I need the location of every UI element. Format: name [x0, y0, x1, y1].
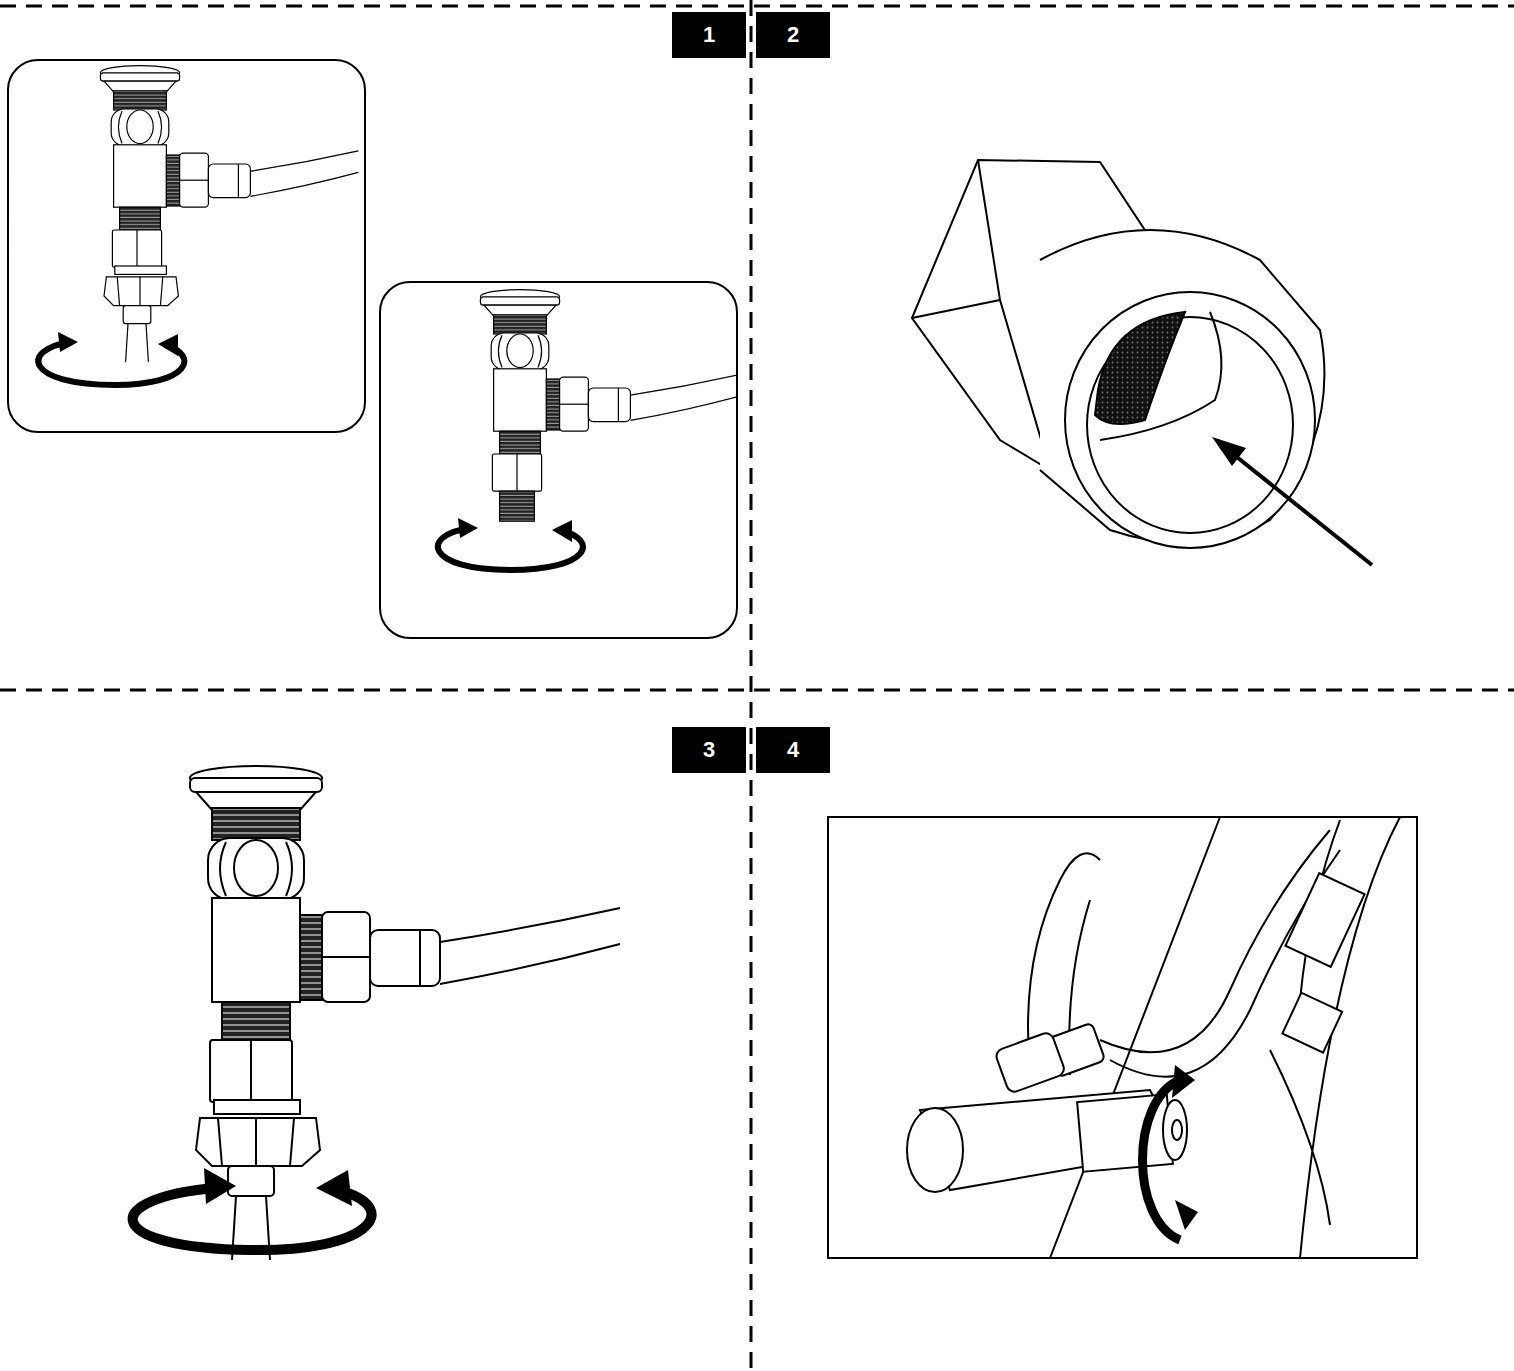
- rotation-arrow: [1143, 1080, 1181, 1240]
- step-number: 4: [787, 739, 799, 761]
- pointer-arrow: [1212, 437, 1246, 466]
- pointer-arrow: [1212, 437, 1372, 565]
- divider-lines: [750, 0, 753, 1371]
- panel-one: [480, 290, 738, 492]
- panel-one: [458, 518, 478, 538]
- panel-one: [380, 282, 737, 638]
- panel-one: [438, 290, 738, 570]
- step-number-box: 4: [756, 727, 830, 773]
- panel-one: [552, 520, 572, 542]
- panel-four: [907, 1108, 963, 1192]
- filter-nut: [912, 160, 1324, 548]
- rotation-arrow: [1143, 1065, 1199, 1240]
- panel-one: [38, 66, 358, 385]
- panel-four: [1172, 1120, 1182, 1140]
- panel-one: [58, 332, 78, 352]
- panel-one: [104, 266, 178, 362]
- step-number-box: 2: [756, 12, 830, 58]
- step-number-box: 3: [672, 727, 746, 773]
- panel-three: [133, 766, 620, 1260]
- panel-three: [204, 1168, 236, 1204]
- panel-one: [38, 66, 358, 385]
- panel-one: [8, 60, 738, 638]
- panel-four: [994, 1031, 1066, 1094]
- pointer-arrow: [1228, 450, 1372, 565]
- panel-four: [1163, 1100, 1187, 1160]
- rotation-arrow: [1172, 1065, 1195, 1098]
- panel-three: [196, 1100, 320, 1260]
- panel-one: [100, 66, 358, 268]
- step-number: 2: [787, 24, 799, 46]
- panel-one: [100, 66, 358, 362]
- step-number-box: 1: [672, 12, 746, 58]
- panel-four: [828, 817, 1417, 1258]
- divider-lines: [0, 5, 1514, 8]
- panel-four: [828, 817, 1417, 1258]
- divider-lines: [0, 689, 1514, 692]
- filter-nut: [1065, 292, 1315, 548]
- panel-one: [480, 290, 738, 522]
- panel-four: [1282, 993, 1342, 1053]
- step-number: 1: [703, 24, 715, 46]
- panel-three: [316, 1170, 352, 1206]
- filter-nut: [1095, 312, 1185, 424]
- panel-four: [1050, 817, 1400, 1258]
- step-number: 3: [703, 739, 715, 761]
- panel-one: [8, 60, 365, 432]
- panel-four: [1285, 873, 1364, 967]
- filter-nut: [912, 160, 1050, 470]
- panel-one: [438, 290, 738, 570]
- panel-one: [500, 491, 535, 521]
- rotation-arrow: [1175, 1200, 1198, 1230]
- filter-nut: [1100, 312, 1221, 440]
- panel-one: [158, 334, 178, 356]
- panel-three: [190, 766, 620, 1102]
